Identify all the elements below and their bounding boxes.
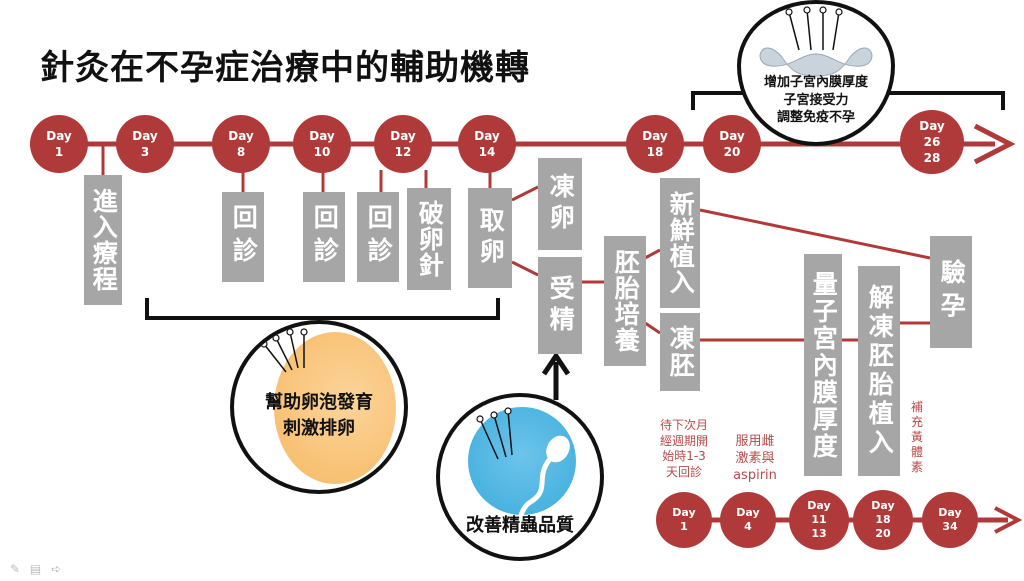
- uterus-text-2: 子宮接受力: [783, 92, 849, 108]
- box-enter-treatment: 進入療程: [84, 175, 122, 305]
- box-embryo-culture: 胚胎培養: [604, 236, 646, 366]
- box-egg-retrieval: 取卵: [468, 188, 512, 288]
- box-revisit-day12: 回診: [357, 192, 399, 282]
- uterus-circle: 增加子宮內膜厚度 子宮接受力 調整免疫不孕: [737, 0, 895, 146]
- box-frozen-embryo: 凍胚: [660, 313, 700, 391]
- page-title: 針灸在不孕症治療中的輔助機轉: [40, 48, 530, 88]
- next-arrow-icon[interactable]: ➪: [51, 562, 62, 576]
- sperm-icon: [476, 407, 570, 532]
- pen-icon[interactable]: ✎: [10, 562, 21, 576]
- box-measure-endometrium: 量子宮內膜厚度: [804, 254, 842, 476]
- box-freeze-egg: 凍卵: [538, 158, 582, 250]
- uterus-text-1: 增加子宮內膜厚度: [763, 75, 868, 90]
- menu-icon[interactable]: ▤: [29, 562, 42, 576]
- sperm-text: 改善精蟲品質: [466, 515, 574, 536]
- connectors: [101, 144, 931, 342]
- follicle-circle: 幫助卵泡發育 刺激排卵: [230, 320, 408, 494]
- uterus-icon: [759, 6, 873, 77]
- box-fresh-transfer: 新鮮植入: [660, 178, 700, 308]
- uterus-text-3: 調整免疫不孕: [776, 110, 855, 126]
- box-pregnancy-test: 驗孕: [930, 236, 972, 348]
- slide-controls[interactable]: ✎ ▤ ➪: [10, 562, 61, 576]
- bottom-timeline-arrowhead: [994, 506, 1023, 534]
- follicle-text-1: 幫助卵泡發育: [265, 392, 373, 413]
- follicle-text-2: 刺激排卵: [283, 418, 355, 440]
- note-progesterone: 補充黃體素: [910, 400, 923, 474]
- sperm-arrowhead: [541, 351, 571, 376]
- egg-icon: [274, 332, 396, 484]
- follicle-bracket: [145, 298, 500, 320]
- box-revisit-day8: 回診: [222, 192, 264, 282]
- box-trigger-shot: 破卵針: [407, 188, 451, 290]
- box-revisit-day10: 回診: [303, 192, 345, 282]
- sperm-circle: 改善精蟲品質: [436, 393, 604, 561]
- box-thaw-transfer: 解凍胚胎植入: [858, 266, 900, 476]
- box-fertilization: 受精: [538, 257, 582, 354]
- main-timeline-arrowhead: [973, 123, 1016, 165]
- needles-icon: [260, 328, 308, 373]
